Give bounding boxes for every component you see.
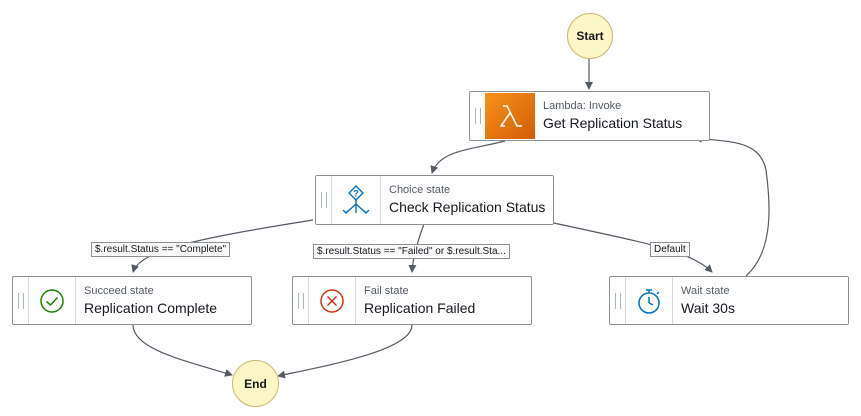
state-replication-complete[interactable]: Succeed state Replication Complete bbox=[12, 276, 252, 325]
edge-label-complete[interactable]: $.result.Status == "Complete" bbox=[91, 242, 231, 257]
lambda-icon bbox=[485, 93, 535, 139]
state-type: Fail state bbox=[364, 284, 409, 297]
edge-label-failed[interactable]: $.result.Status == "Failed" or $.result.… bbox=[313, 244, 510, 259]
start-label: Start bbox=[576, 29, 604, 43]
drag-handle[interactable] bbox=[293, 277, 308, 324]
state-replication-failed[interactable]: Fail state Replication Failed bbox=[292, 276, 532, 325]
state-check-replication-status[interactable]: ? Choice state Check Replication Status bbox=[315, 175, 554, 225]
edge-get-status-to-check bbox=[430, 140, 506, 174]
edge-failed-to-end bbox=[277, 324, 413, 379]
state-wait-30s[interactable]: Wait state Wait 30s bbox=[609, 276, 849, 325]
edge-wait-to-get-status bbox=[694, 134, 770, 277]
state-name: Replication Failed bbox=[364, 299, 476, 316]
state-name: Replication Complete bbox=[84, 299, 218, 316]
state-name: Wait 30s bbox=[681, 299, 735, 316]
choice-icon: ? bbox=[331, 176, 381, 224]
end-label: End bbox=[244, 376, 267, 391]
drag-handle[interactable] bbox=[316, 176, 331, 224]
state-type: Choice state bbox=[389, 184, 451, 196]
x-circle-icon bbox=[308, 277, 356, 324]
edge-complete-to-end bbox=[132, 324, 233, 377]
start-node[interactable]: Start bbox=[567, 13, 613, 59]
drag-handle[interactable] bbox=[13, 277, 28, 324]
state-type: Succeed state bbox=[84, 284, 154, 297]
stopwatch-icon bbox=[625, 277, 673, 324]
end-node[interactable]: End bbox=[232, 360, 279, 407]
state-name: Check Replication Status bbox=[389, 199, 546, 215]
check-circle-icon bbox=[28, 277, 76, 324]
state-type: Lambda: Invoke bbox=[543, 100, 622, 112]
state-name: Get Replication Status bbox=[543, 115, 683, 131]
drag-handle[interactable] bbox=[610, 277, 625, 324]
svg-text:?: ? bbox=[353, 189, 359, 199]
edge-label-default[interactable]: Default bbox=[650, 242, 690, 257]
state-get-replication-status[interactable]: Lambda: Invoke Get Replication Status bbox=[469, 91, 710, 141]
drag-handle[interactable] bbox=[470, 92, 485, 140]
state-type: Wait state bbox=[681, 284, 730, 297]
